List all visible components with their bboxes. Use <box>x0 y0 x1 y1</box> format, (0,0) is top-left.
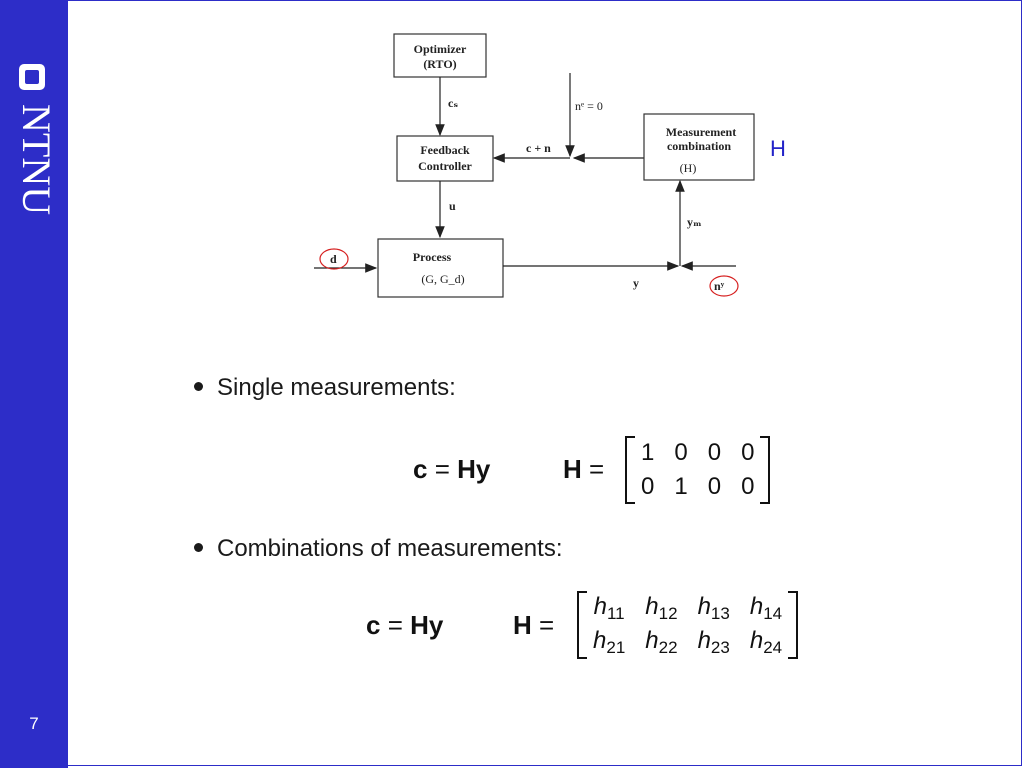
m2-cell: h21 <box>593 626 626 657</box>
measurement-box <box>643 113 755 181</box>
process-sub: (G, G_d) <box>421 272 464 286</box>
measurement-sub: combination <box>667 139 731 153</box>
d-label: d <box>330 252 337 266</box>
bullet-combinations: Combinations of measurements: <box>194 535 563 563</box>
m2-cell: h12 <box>645 592 678 623</box>
ym-label: yₘ <box>687 215 702 229</box>
equation-combination-h: H = <box>513 610 554 641</box>
eq1-c: c <box>413 454 428 484</box>
ne-label: nᵉ = 0 <box>575 99 603 113</box>
feedback-sub: Controller <box>418 159 472 173</box>
m1-cell: 1 <box>674 473 688 500</box>
equation-combination: c = Hy <box>366 610 443 641</box>
bracket-left <box>577 591 587 659</box>
ny-label: nʸ <box>714 279 725 293</box>
y-label: y <box>633 276 639 290</box>
u-label: u <box>449 199 456 213</box>
process-label: Process <box>413 250 452 264</box>
eq1-equals: = <box>434 454 450 484</box>
bullet-combinations-text: Combinations of measurements: <box>217 535 563 562</box>
measurement-label: Measurement <box>666 125 736 139</box>
matrix-single: 1 0 0 0 0 1 0 0 <box>625 436 771 504</box>
equation-single-h: H = <box>563 454 604 485</box>
m1-cell: 0 <box>641 473 655 500</box>
process-box <box>377 238 504 298</box>
m2-cell: h13 <box>697 592 730 623</box>
bracket-right <box>788 591 799 659</box>
eq1-h-equals: = <box>589 454 605 484</box>
cs-label: cₛ <box>448 96 458 110</box>
m2-cell: h24 <box>749 626 783 657</box>
m2-cell: h11 <box>593 592 625 623</box>
cpn-label: c + n <box>526 141 551 155</box>
sidebar: NTNU 7 <box>0 0 68 768</box>
measurement-h: (H) <box>680 161 697 175</box>
eq2-h-equals: = <box>539 610 555 640</box>
feedback-label: Feedback <box>420 143 470 157</box>
m2-cell: h14 <box>749 592 783 623</box>
bracket-right <box>760 436 771 504</box>
m1-cell: 1 <box>641 439 655 466</box>
bullet-dot <box>194 382 203 392</box>
m1-cell: 0 <box>707 439 722 466</box>
ntnu-logo: NTNU <box>14 64 50 215</box>
optimizer-sub: (RTO) <box>423 57 456 71</box>
m1-cell: 0 <box>674 439 688 466</box>
m2-cell: h23 <box>697 626 730 657</box>
m1-cell: 0 <box>707 473 722 500</box>
logo-text: NTNU <box>14 104 50 215</box>
eq1-hy: Hy <box>457 454 491 484</box>
eq2-hy: Hy <box>410 610 444 640</box>
page-number: 7 <box>29 714 39 733</box>
optimizer-label: Optimizer <box>414 42 467 56</box>
d-circle <box>319 248 349 270</box>
eq2-equals: = <box>387 610 403 640</box>
eq2-h: H <box>513 610 532 640</box>
m1-cell: 0 <box>741 473 755 500</box>
feedback-box <box>396 135 494 182</box>
slide-frame <box>68 0 1022 766</box>
bullet-single-text: Single measurements: <box>217 374 456 401</box>
matrix-combination: h11 h12 h13 h14 h21 h22 h23 h24 <box>577 591 799 659</box>
block-diagram: Optimizer (RTO) cₛ Feedback Controller n… <box>314 33 755 298</box>
equation-single: c = Hy <box>413 454 490 485</box>
bracket-left <box>625 436 635 504</box>
eq2-c: c <box>366 610 381 640</box>
bullet-dot <box>194 543 203 553</box>
eq1-h: H <box>563 454 582 484</box>
m2-cell: h22 <box>645 626 678 657</box>
bullet-single: Single measurements: <box>194 374 456 402</box>
ny-circle <box>709 275 739 297</box>
h-annotation: H <box>770 136 786 161</box>
optimizer-box <box>393 33 487 78</box>
m1-cell: 0 <box>741 439 755 466</box>
